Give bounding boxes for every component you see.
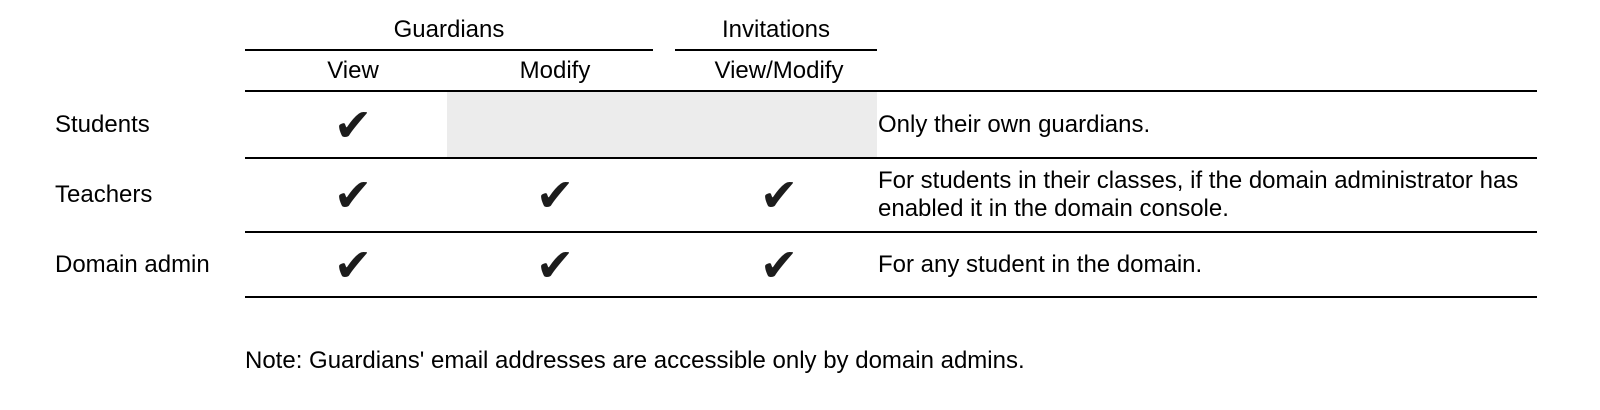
row-separator [245, 157, 1537, 159]
check-icon [679, 92, 879, 157]
column-header-modify: Modify [519, 57, 591, 84]
row-note-teachers: For students in their classes, if the do… [878, 167, 1519, 222]
row-separator [245, 231, 1537, 233]
column-header-view-modify: View/Modify [714, 57, 844, 84]
footnote: Note: Guardians' email addresses are acc… [245, 347, 1025, 374]
column-group-guardians: Guardians [393, 16, 505, 43]
row-note-students: Only their own guardians. [878, 110, 1151, 138]
guardians-underline [245, 49, 653, 51]
table-row-domain-admin: Domain admin ✔ ✔ ✔ For any student in th… [0, 233, 1600, 296]
check-icon: ✔ [535, 168, 575, 222]
row-label-teachers: Teachers [55, 181, 153, 208]
check-icon [455, 92, 655, 157]
check-icon: ✔ [535, 237, 575, 292]
check-icon: ✔ [333, 237, 373, 292]
check-icon: ✔ [333, 97, 373, 152]
check-icon: ✔ [759, 168, 799, 222]
row-label-domain-admin: Domain admin [55, 250, 210, 278]
check-icon: ✔ [759, 237, 799, 292]
header-rule [245, 90, 1537, 92]
check-icon: ✔ [333, 168, 373, 222]
row-note-domain-admin: For any student in the domain. [878, 250, 1203, 278]
column-header-view: View [327, 57, 379, 84]
students-disabled-cells [447, 92, 877, 157]
table-bottom-rule [245, 296, 1537, 298]
row-label-students: Students [55, 110, 150, 138]
invitations-underline [675, 49, 877, 51]
table-row-students: Students ✔ Only their own guardians. [0, 92, 1600, 157]
column-group-invitations: Invitations [721, 16, 831, 43]
table-row-teachers: Teachers ✔ ✔ ✔ For students in their cla… [0, 159, 1600, 231]
